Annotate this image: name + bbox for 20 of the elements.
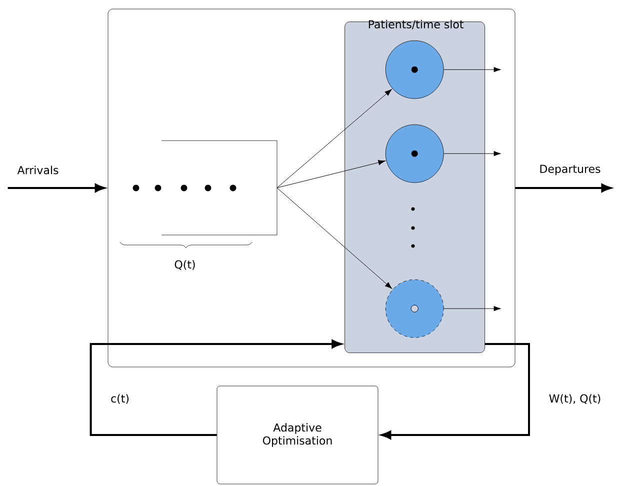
arrow [90,340,342,436]
arrow [381,343,530,440]
edge-label: Departures [540,164,600,176]
arrow [444,151,501,156]
arrow [276,160,386,188]
edge-label: c(t) [111,394,129,404]
arrow [444,67,501,72]
server-circle [385,279,444,338]
queue-box [161,140,278,236]
arrow [444,306,501,312]
arrow [276,89,392,188]
arrow [276,188,392,289]
edge-label: Arrivals [17,166,58,174]
process-box: Adaptive Optimisation [216,386,378,484]
arrow [8,184,105,192]
edge-label: W(t), Q(t) [549,394,600,404]
arrow [515,184,612,192]
server-circle [385,40,444,99]
server-circle [385,124,444,183]
queue-label: Q(t) [174,260,195,270]
